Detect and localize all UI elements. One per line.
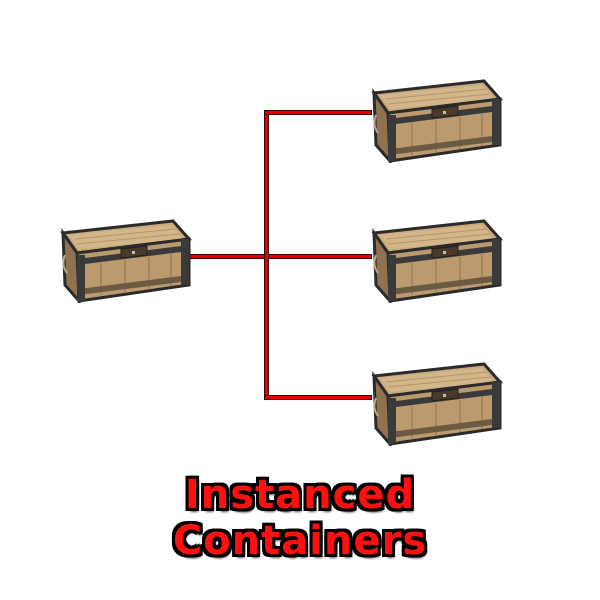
connector-source-trunk [188,254,372,259]
connector-instance-1 [264,110,372,115]
wooden-chest-icon [55,215,193,303]
diagram-title: Instanced Containers [172,472,428,564]
wooden-chest-icon [366,75,504,163]
wooden-chest-icon [366,215,504,303]
wooden-chest-icon [366,358,504,446]
connector-instance-3 [264,395,372,400]
connector-vertical-trunk [264,110,269,400]
